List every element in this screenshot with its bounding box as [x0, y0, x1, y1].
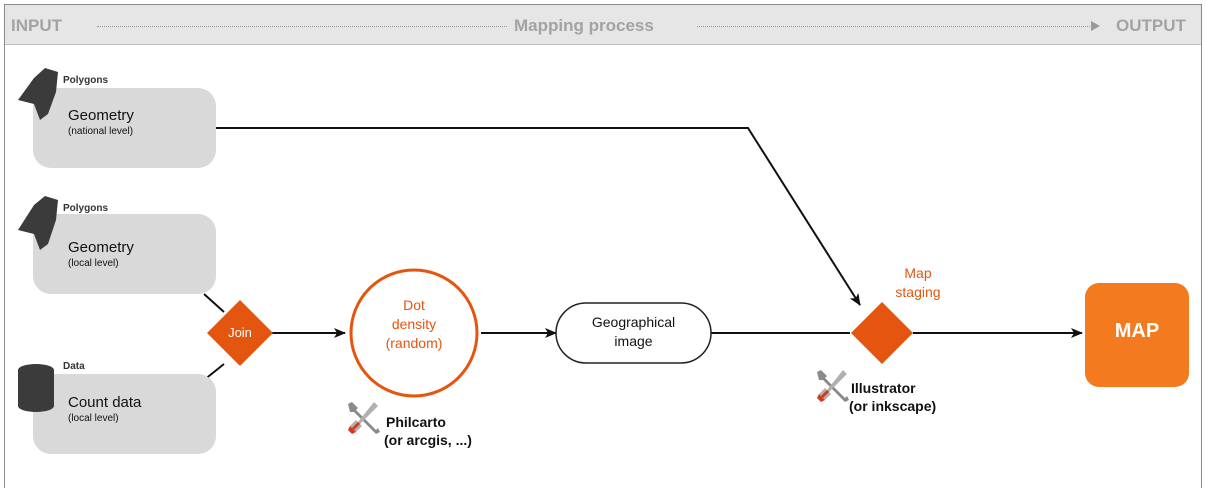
input-title: Geometry	[68, 239, 134, 256]
geo-image-line: Geographical	[591, 314, 676, 330]
header-dotted-line-right	[697, 26, 1092, 27]
tool-name: Illustrator	[851, 380, 916, 396]
geo-image-shape	[555, 302, 712, 364]
input-geometry-local: Geometry (local level)	[33, 214, 216, 294]
geo-image-line: image	[614, 333, 653, 349]
header-arrow-icon	[1091, 21, 1100, 31]
input-subtitle: (local level)	[68, 258, 119, 269]
dot-density-label: Dot density (random)	[364, 296, 464, 353]
dot-density-line: Dot	[403, 297, 425, 313]
map-staging-label: Map staging	[888, 264, 948, 302]
dot-density-circle	[349, 268, 479, 398]
header-process-label: Mapping process	[514, 16, 654, 35]
input-tag-polygons: Polygons	[63, 203, 109, 214]
tool-alternative: (or arcgis, ...)	[384, 432, 472, 448]
map-box	[1085, 283, 1189, 387]
tool-name: Philcarto	[386, 414, 446, 430]
map-staging-line: Map	[904, 265, 932, 281]
header-dotted-line-left	[97, 26, 507, 27]
map-label: MAP	[1114, 320, 1160, 342]
input-geometry-national: Geometry (national level)	[33, 88, 216, 168]
tool-philcarto-label: Philcarto (or arcgis, ...)	[384, 413, 472, 449]
join-label: Join	[228, 325, 252, 340]
dot-density-line: (random)	[385, 335, 443, 351]
diagram-frame	[4, 4, 1202, 488]
header-output-label: OUTPUT	[1116, 16, 1186, 35]
input-subtitle: (local level)	[68, 413, 119, 424]
input-title: Geometry	[68, 107, 134, 124]
input-tag-polygons: Polygons	[63, 75, 109, 86]
geo-image-label: Geographical image	[556, 313, 711, 351]
map-staging-line: staging	[895, 284, 941, 300]
input-count-data: Count data (local level)	[33, 374, 216, 454]
input-subtitle: (national level)	[68, 126, 134, 137]
map-staging-diamond	[851, 302, 913, 364]
tool-alternative: (or inkscape)	[849, 398, 937, 414]
connector-local-geometry-to-join	[203, 293, 225, 313]
input-title: Count data	[68, 394, 142, 411]
header-bar: INPUT Mapping process OUTPUT	[5, 5, 1201, 45]
header-input-label: INPUT	[11, 16, 62, 35]
connector-geometry-to-staging	[216, 127, 861, 306]
tool-illustrator-label: Illustrator (or inkscape)	[849, 379, 937, 415]
dot-density-line: density	[391, 316, 437, 332]
join-diamond	[207, 300, 273, 366]
input-tag-data: Data	[63, 361, 85, 372]
